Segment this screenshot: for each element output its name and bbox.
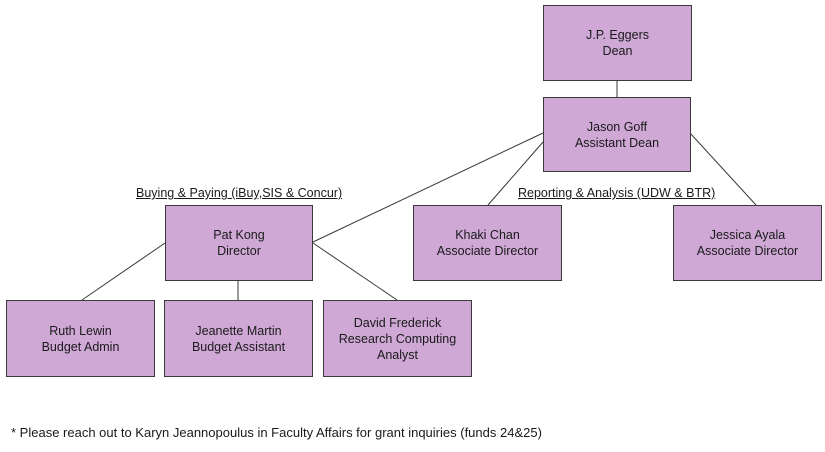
- node-title: Dean: [602, 44, 633, 58]
- footnote: * Please reach out to Karyn Jeannopoulus…: [11, 425, 542, 440]
- node-name: Pat Kong: [213, 228, 265, 242]
- node-title: Associate Director: [436, 244, 539, 258]
- node-title: Research Computing: [338, 331, 457, 346]
- node-title: Assistant Dean: [574, 135, 660, 150]
- node-name: J.P. Eggers: [585, 28, 649, 42]
- node-name: Jason Goff: [586, 119, 648, 134]
- connector-assistant-dean-khaki-chan: [487, 141, 544, 206]
- connector-assistant-dean-pat-kong: [312, 132, 544, 243]
- node-name: Jessica Ayala: [709, 228, 786, 242]
- node-khaki-chan: Khaki Chan Associate Director: [413, 205, 562, 281]
- node-david-frederick: David Frederick Research Computing Analy…: [323, 300, 472, 377]
- node-name: Ruth Lewin: [49, 323, 112, 338]
- node-name: David Frederick: [353, 315, 442, 330]
- node-name: Jeanette Martin: [195, 323, 282, 338]
- node-name: Khaki Chan: [455, 228, 520, 242]
- node-pat-kong: Pat Kong Director: [165, 205, 313, 281]
- group-label-buying-paying: Buying & Paying (iBuy,SIS & Concur): [136, 186, 343, 200]
- connector-assistant-dean-jessica-ayala: [689, 132, 757, 206]
- node-title-line2: Analyst: [377, 347, 418, 362]
- node-ruth-lewin: Ruth Lewin Budget Admin: [6, 300, 155, 377]
- node-title: Budget Admin: [41, 339, 120, 354]
- node-dean: J.P. Eggers Dean: [543, 5, 692, 81]
- connector-pat-kong-david-frederick: [312, 242, 398, 301]
- node-title: Director: [217, 244, 261, 258]
- node-jessica-ayala: Jessica Ayala Associate Director: [673, 205, 822, 281]
- group-label-reporting-analysis: Reporting & Analysis (UDW & BTR): [518, 186, 716, 200]
- node-assistant-dean: Jason Goff Assistant Dean: [543, 97, 691, 172]
- node-jeanette-martin: Jeanette Martin Budget Assistant: [164, 300, 313, 377]
- connector-pat-kong-ruth-lewin: [81, 242, 166, 301]
- node-title: Budget Assistant: [191, 339, 286, 354]
- node-title: Associate Director: [696, 244, 799, 258]
